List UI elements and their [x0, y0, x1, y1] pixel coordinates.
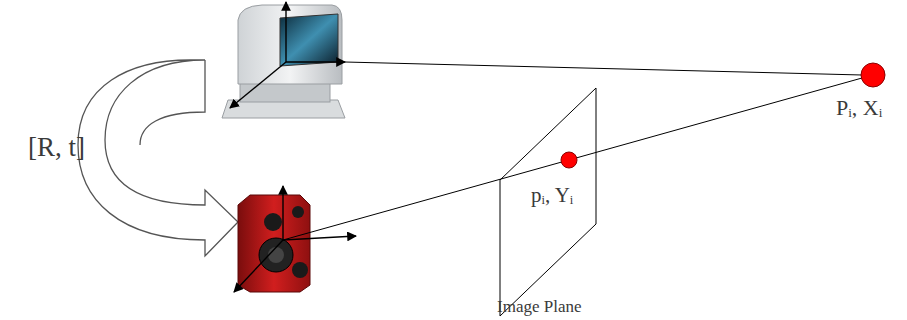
- lidar-axes: [230, 2, 345, 108]
- plane-label: Image Plane: [497, 298, 582, 317]
- image-plane: [500, 88, 596, 316]
- transform-arrow: [78, 60, 238, 256]
- image-point: [561, 152, 577, 168]
- lidar-ray: [345, 62, 862, 75]
- lidar-sensor: [222, 5, 345, 118]
- 3d-point: [861, 63, 885, 87]
- pixel-label: pᵢ, Yᵢ: [531, 184, 573, 207]
- transform-label: [R, t]: [28, 133, 85, 163]
- camera-ray: [283, 78, 862, 240]
- point-label: Pᵢ, Xᵢ: [836, 96, 882, 120]
- camera: [238, 195, 310, 292]
- camera-axes: [234, 186, 356, 292]
